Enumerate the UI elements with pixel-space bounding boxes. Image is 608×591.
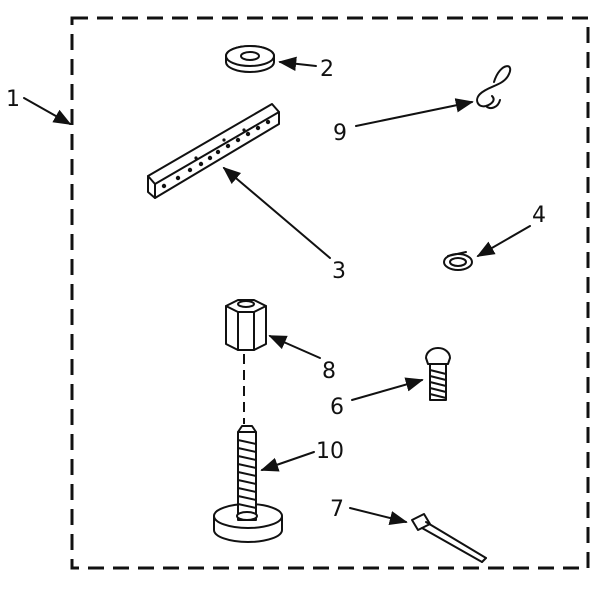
callout-4-leader [476,225,531,257]
wire-clip-part [476,65,512,109]
washer-part [225,45,275,73]
callout-10-label: 10 [316,439,344,464]
callout-6-leader [351,377,424,401]
callout-6-label: 6 [330,395,344,420]
callout-10-leader [260,451,315,472]
leveling-foot-part [213,425,283,543]
callout-8-leader [268,335,321,359]
clamp-ring-part [443,251,473,271]
cable-tie-part [411,513,487,563]
callout-2-leader [278,56,317,71]
bolt-part [425,347,451,401]
callout-8-label: 8 [322,359,336,384]
callout-4-label: 4 [532,203,546,228]
callout-1-label: 1 [6,87,20,112]
bracket-part [147,103,280,199]
callout-9-leader [355,98,474,127]
callout-3-label: 3 [332,259,346,284]
callout-9-label: 9 [333,121,347,146]
callout-7-label: 7 [330,497,344,522]
callout-1-leader [23,97,72,125]
callout-2-label: 2 [320,57,334,82]
callout-3-leader [222,166,331,259]
coupling-nut-part [225,299,267,351]
kit-boundary [70,16,590,570]
callout-7-leader [349,507,408,526]
